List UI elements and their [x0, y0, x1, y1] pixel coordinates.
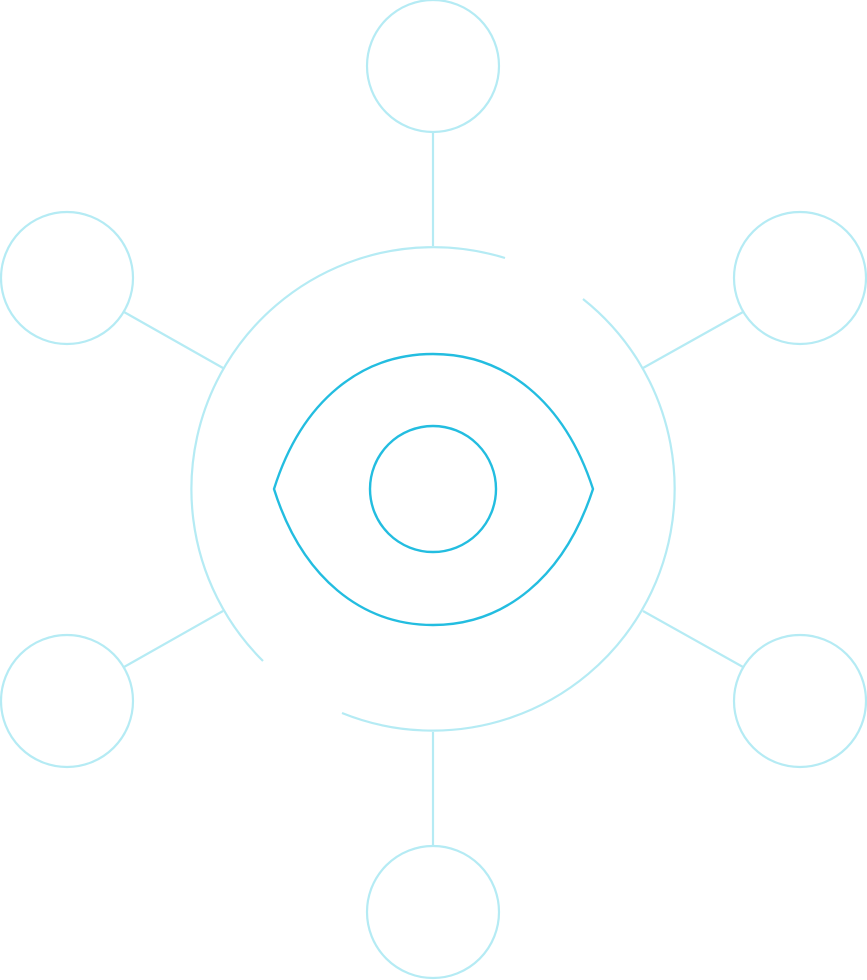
node-top [365, 0, 501, 134]
eye-pupil [368, 424, 498, 554]
spoke-upper-right [642, 311, 744, 369]
spoke-lower-right [642, 610, 744, 668]
outer-ring-arc-left [190, 246, 506, 662]
node-upper-right [732, 210, 867, 346]
outer-ring-arc-main [341, 298, 676, 732]
node-upper-left [0, 210, 135, 346]
outer-ring [190, 246, 676, 732]
spokes [123, 131, 744, 847]
spoke-lower-left [123, 610, 224, 668]
eye-icon [272, 352, 595, 627]
eye-outline [272, 352, 595, 627]
node-bottom [365, 844, 501, 980]
spoke-upper-left [123, 311, 224, 369]
node-lower-left [0, 633, 135, 769]
node-lower-right [732, 633, 867, 769]
